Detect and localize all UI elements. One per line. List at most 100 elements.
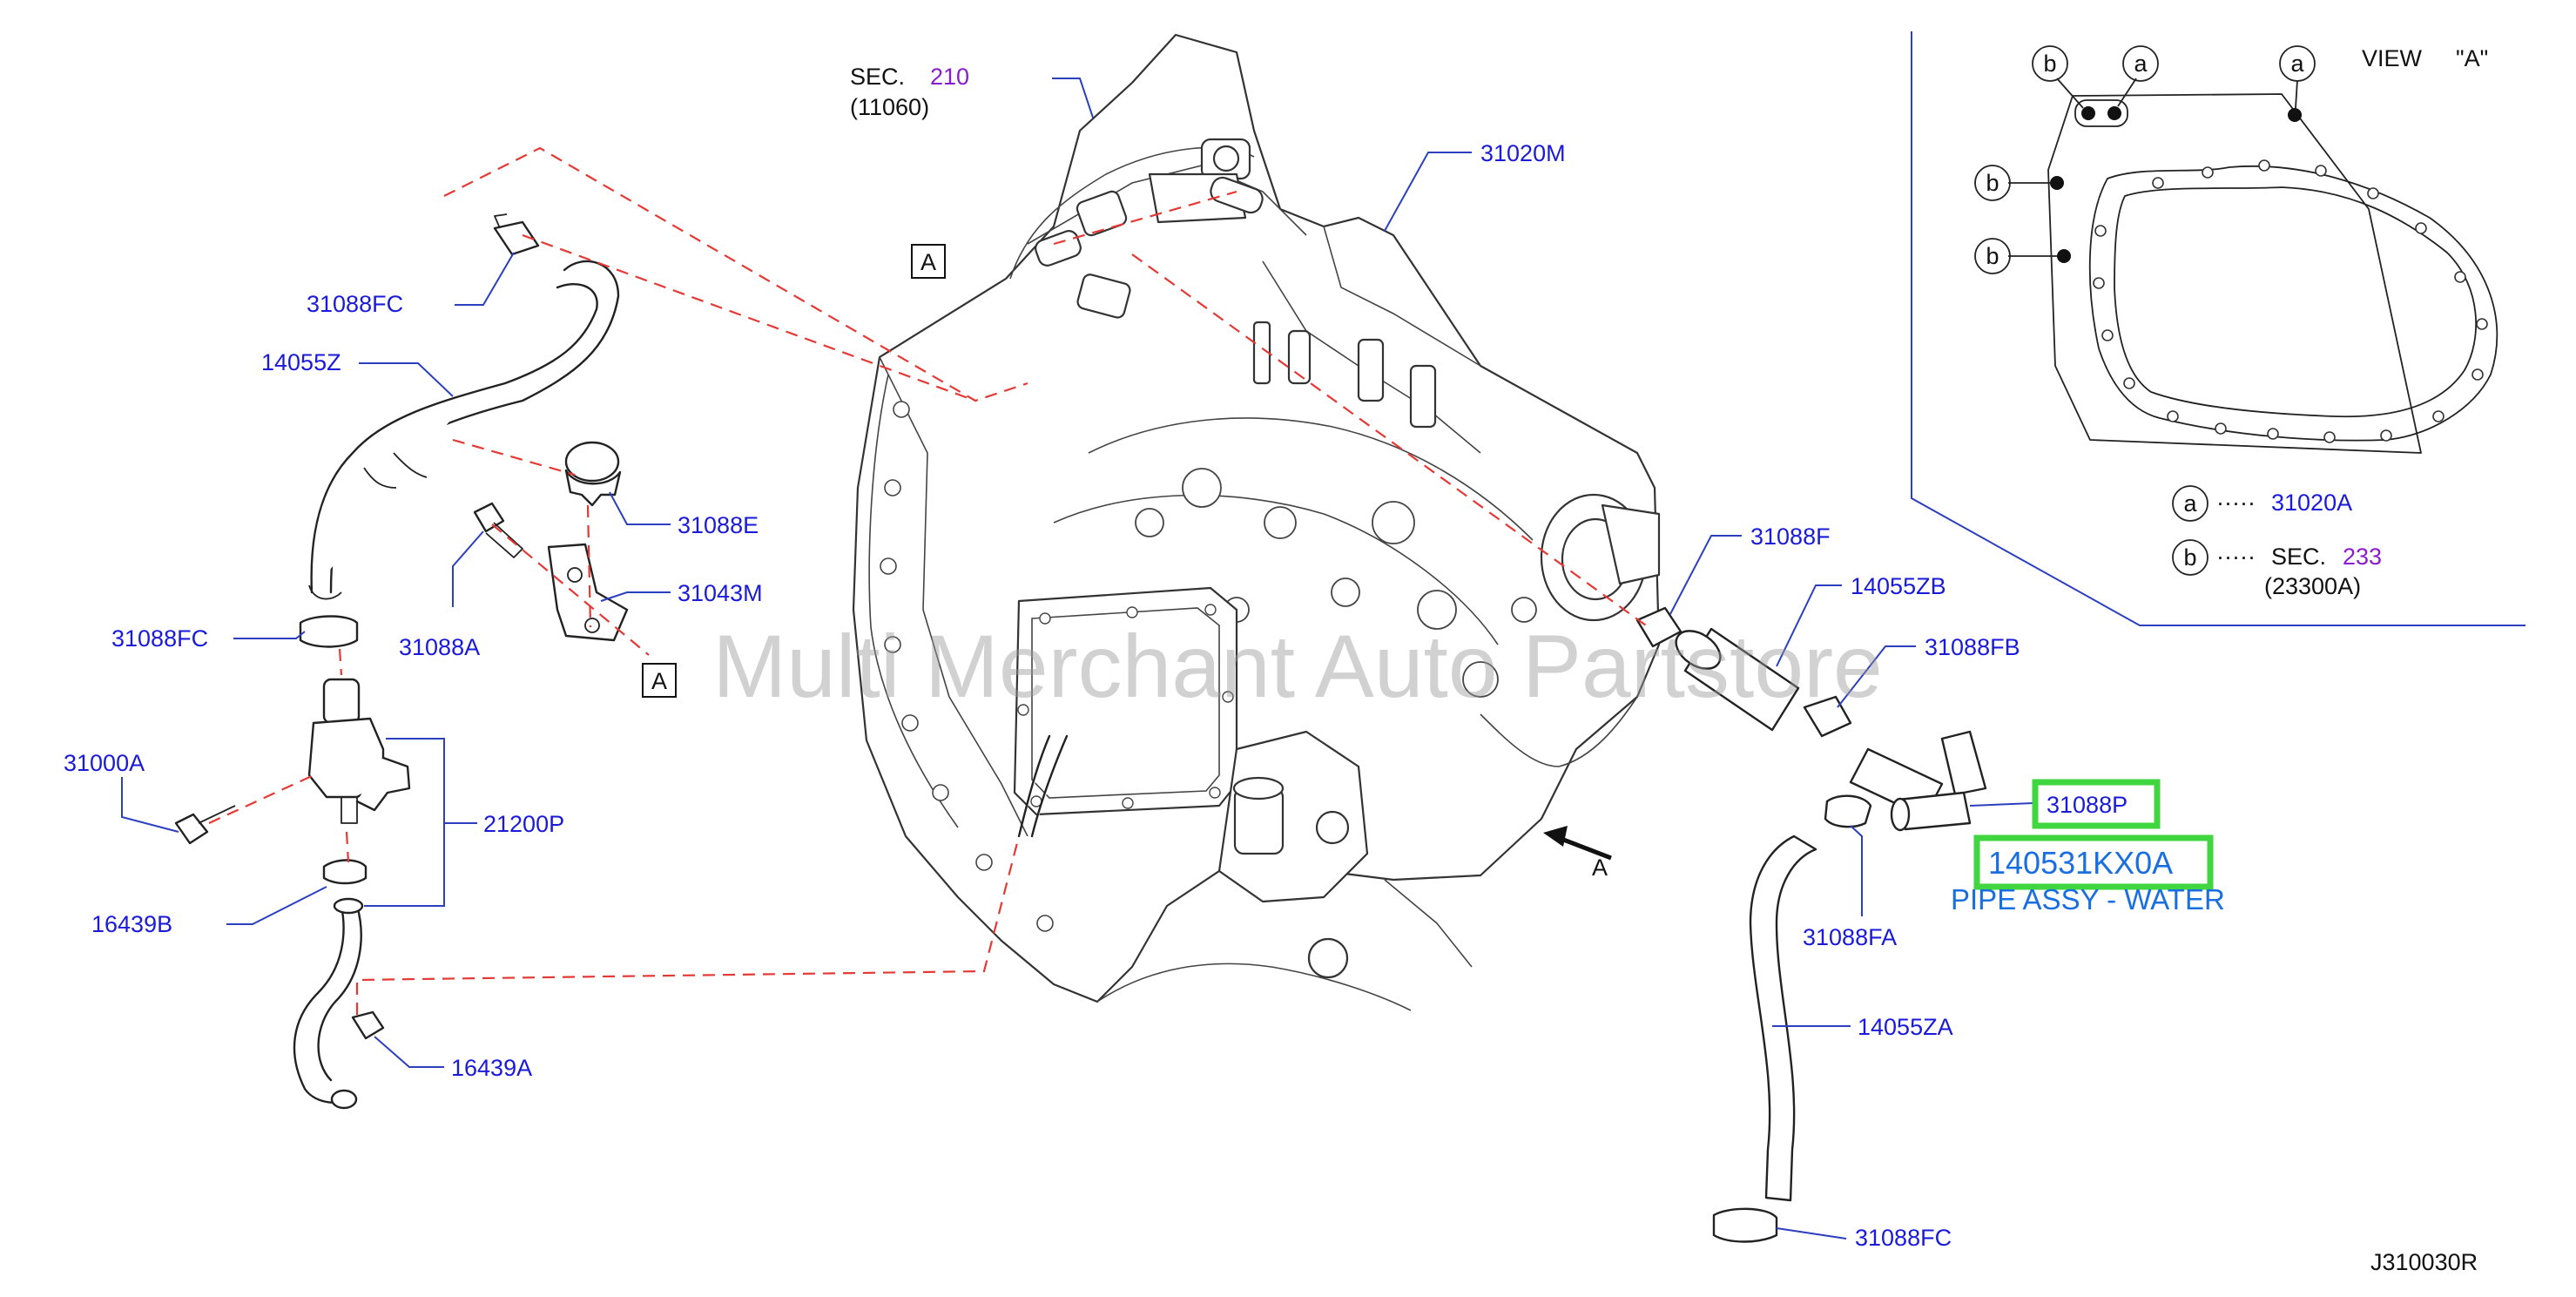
legend-row-a: a ····· 31020A bbox=[2172, 485, 2352, 522]
transmission-assembly bbox=[852, 33, 1661, 1011]
part-labels: SEC. 210 (11060) 31088FC 14055Z 31088E 3… bbox=[64, 64, 2020, 1251]
marker-letter: a bbox=[2134, 51, 2148, 77]
leader-sec-210 bbox=[1052, 78, 1094, 118]
leader-lines bbox=[121, 78, 2034, 1240]
left-assembly bbox=[174, 213, 629, 1110]
valve-bracket bbox=[355, 756, 411, 812]
view-arrow-label: A bbox=[1592, 855, 1608, 881]
highlight-box-31088p bbox=[2032, 779, 2161, 829]
label-31088e: 31088E bbox=[678, 512, 759, 538]
top-bosses bbox=[1252, 321, 1437, 429]
gasket-inner bbox=[2088, 165, 2498, 442]
marker-bracket-top bbox=[2074, 99, 2128, 127]
leader-31088fc-top bbox=[455, 252, 515, 306]
marker-b-3: b bbox=[1974, 238, 2057, 274]
label-31020m: 31020M bbox=[1480, 140, 1566, 166]
right-assembly bbox=[1635, 606, 1987, 1243]
gasket-outline bbox=[2047, 93, 2422, 454]
gasket-bolt-holes bbox=[2093, 159, 2488, 443]
leader-31088fc-bot bbox=[1776, 1227, 1847, 1240]
bottom-rib-2 bbox=[1384, 879, 1473, 968]
label-21200p: 21200P bbox=[483, 811, 564, 837]
legend-dots: ····· bbox=[2216, 544, 2256, 570]
hose-end bbox=[308, 584, 342, 600]
leader-31088p bbox=[1969, 802, 2034, 807]
clamp-31088e-base bbox=[564, 469, 622, 507]
valve-outlet bbox=[341, 797, 358, 824]
view-arrow: A bbox=[1543, 826, 1612, 881]
marker-letter: a bbox=[2290, 51, 2304, 77]
label-31088fa: 31088FA bbox=[1803, 924, 1897, 950]
right-rib bbox=[1480, 696, 1638, 767]
bracket-hole-2 bbox=[584, 618, 600, 633]
case-pipe bbox=[1017, 734, 1051, 838]
legend-ref: (23300A) bbox=[2264, 573, 2361, 599]
marker-dot bbox=[2081, 106, 2095, 120]
box-a-letter: A bbox=[651, 668, 667, 694]
box-a-bottom: A bbox=[642, 663, 677, 698]
port-1 bbox=[1076, 190, 1128, 237]
legend-section-number: 233 bbox=[2343, 544, 2382, 570]
marker-letter: b bbox=[2043, 51, 2056, 77]
legend-dots: ····· bbox=[2216, 490, 2256, 516]
dash-top-hose-2 bbox=[522, 233, 976, 402]
leader-31088f bbox=[1669, 535, 1742, 615]
leader-31043m bbox=[600, 591, 671, 602]
label-31088fb: 31088FB bbox=[1925, 634, 2020, 660]
output-flange bbox=[1601, 503, 1661, 585]
hose-14055z-inner bbox=[310, 283, 598, 594]
label-31043m: 31043M bbox=[678, 580, 763, 606]
clamp-31088fc-mid bbox=[299, 615, 359, 648]
gasket-core bbox=[2114, 186, 2477, 418]
view-a-inset: b a a b b VIEW "A" a ····· bbox=[1911, 31, 2525, 626]
mid-bosses bbox=[1135, 468, 1537, 698]
legend-text: 31020A bbox=[2271, 490, 2352, 516]
legend-marker: a bbox=[2183, 490, 2197, 517]
leader-31088fc-mid bbox=[233, 631, 306, 639]
nipple-1 bbox=[1035, 230, 1082, 267]
sec-210-prefix: SEC. bbox=[850, 64, 905, 90]
dashed-connectors bbox=[208, 146, 1647, 1015]
watermark: Multi Merchant Auto Partstore bbox=[712, 617, 1883, 716]
legend-text: SEC. bbox=[2271, 544, 2326, 570]
valve-stem bbox=[322, 678, 361, 725]
clamp-31088e bbox=[564, 441, 620, 483]
flange-curve bbox=[868, 374, 959, 828]
lower-boss-cap bbox=[1232, 776, 1285, 800]
pipe-assy-outlet-end bbox=[1890, 797, 1911, 832]
marker-letter: b bbox=[1986, 243, 1999, 269]
leader-31020m bbox=[1384, 152, 1472, 232]
flange-bolts bbox=[880, 401, 1054, 932]
label-16439b: 16439B bbox=[91, 911, 172, 937]
bottom-rib bbox=[1096, 963, 1412, 1011]
sec-210-ref: (11060) bbox=[850, 94, 929, 120]
leader-31088e bbox=[609, 491, 671, 525]
dash-31088f bbox=[1131, 253, 1647, 626]
marker-b-1: b bbox=[2032, 45, 2084, 109]
lower-hose-inner bbox=[317, 904, 362, 1082]
lower-port bbox=[1315, 810, 1350, 845]
clamp-16439b bbox=[322, 859, 368, 885]
highlight-box-pipe bbox=[1973, 834, 2214, 890]
dash-clamp-e bbox=[452, 438, 576, 476]
top-rib bbox=[1323, 226, 1481, 367]
marker-b-2: b bbox=[1974, 165, 2050, 201]
lower-hose-top bbox=[333, 897, 364, 915]
hose-14055za bbox=[1749, 834, 1817, 1202]
marker-a-2: a bbox=[2279, 45, 2316, 109]
oil-pan bbox=[1013, 586, 1238, 816]
label-31088fc-mid: 31088FC bbox=[111, 625, 208, 652]
leader-31000a bbox=[121, 777, 179, 833]
marker-dot bbox=[2050, 176, 2064, 190]
bracket-31043m bbox=[547, 543, 629, 642]
clamp-16439a bbox=[351, 1010, 385, 1040]
clamp-31088fa bbox=[1824, 794, 1872, 828]
nipple-2 bbox=[1210, 176, 1264, 214]
label-31088f: 31088F bbox=[1750, 524, 1831, 550]
dash-lower-hose bbox=[355, 835, 1021, 1015]
marker-dot bbox=[2107, 106, 2121, 120]
leader-31088a bbox=[452, 530, 484, 607]
marker-dot bbox=[2057, 249, 2071, 263]
mid-rib bbox=[1088, 417, 1534, 541]
label-31088fc-bot: 31088FC bbox=[1855, 1225, 1952, 1251]
